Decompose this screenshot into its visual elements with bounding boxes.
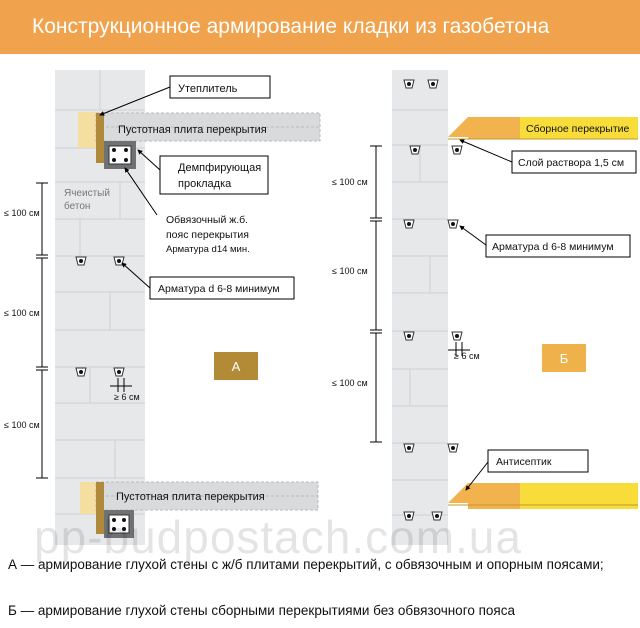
letter-a: А bbox=[232, 359, 241, 374]
label-slab-top-a: Пустотная плита перекрытия bbox=[118, 124, 267, 136]
masonry-diagram: ≤ 100 см ≤ 100 см ≤ 100 см ≥ 6 см Утепли… bbox=[0, 54, 640, 549]
dim-a-100-2: ≤ 100 см bbox=[4, 308, 40, 318]
precast-bottom-wedge bbox=[448, 483, 468, 503]
wall-b bbox=[392, 70, 448, 545]
rebar-row-a2 bbox=[75, 367, 125, 377]
dim-b-100-3: ≤ 100 см bbox=[332, 378, 368, 388]
label-rebar-a: Арматура d 6-8 минимум bbox=[158, 283, 280, 295]
rebar-row-b0 bbox=[403, 79, 439, 89]
dim-b-6: ≥ 6 см bbox=[454, 351, 480, 361]
insulation-bottom bbox=[80, 482, 96, 514]
dim-a-100-3: ≤ 100 см bbox=[4, 420, 40, 430]
label-precast-b: Сборное перекрытие bbox=[526, 123, 630, 135]
letter-box-a bbox=[214, 352, 258, 380]
rebar-row-b4 bbox=[403, 443, 459, 453]
label-damper-2: прокладка bbox=[178, 178, 232, 190]
label-belt-2: пояс перекрытия bbox=[166, 229, 249, 241]
rebar-row-b2 bbox=[403, 219, 459, 229]
letter-b: Б bbox=[560, 351, 569, 366]
label-insulation: Утеплитель bbox=[178, 83, 238, 95]
dim-b-100-1: ≤ 100 см bbox=[332, 177, 368, 187]
dim-b-100-2: ≤ 100 см bbox=[332, 266, 368, 276]
label-slab-bottom-a: Пустотная плита перекрытия bbox=[116, 491, 265, 503]
label-belt-1: Обвязочный ж.б. bbox=[166, 214, 248, 226]
damper-pad-top bbox=[96, 113, 104, 163]
label-mortar: Слой раствора 1,5 см bbox=[518, 157, 624, 169]
letter-box-b bbox=[542, 344, 586, 372]
label-belt-3: Арматура d14 мин. bbox=[166, 244, 250, 255]
label-cellular-2: бетон bbox=[64, 200, 90, 212]
precast-top-wedge bbox=[448, 117, 468, 137]
rebar-row-b3 bbox=[403, 331, 463, 341]
caption-a: А — армирование глухой стены с ж/б плита… bbox=[8, 557, 604, 572]
label-rebar-b: Арматура d 6-8 минимум bbox=[492, 241, 614, 253]
rebar-row-b1 bbox=[409, 145, 463, 155]
rebar-row-b5 bbox=[403, 511, 443, 521]
dim-a-6: ≥ 6 см bbox=[114, 392, 140, 402]
page-title: Конструкционное армирование кладки из га… bbox=[0, 0, 640, 54]
caption-b: Б — армирование глухой стены сборными пе… bbox=[8, 603, 515, 618]
damper-pad-bottom bbox=[96, 482, 104, 534]
label-antiseptic: Антисептик bbox=[496, 456, 552, 468]
label-damper-1: Демпфирующая bbox=[178, 162, 261, 174]
insulation-top bbox=[78, 112, 96, 148]
dim-a-100-1: ≤ 100 см bbox=[4, 208, 40, 218]
label-cellular-1: Ячеистый bbox=[64, 188, 110, 199]
